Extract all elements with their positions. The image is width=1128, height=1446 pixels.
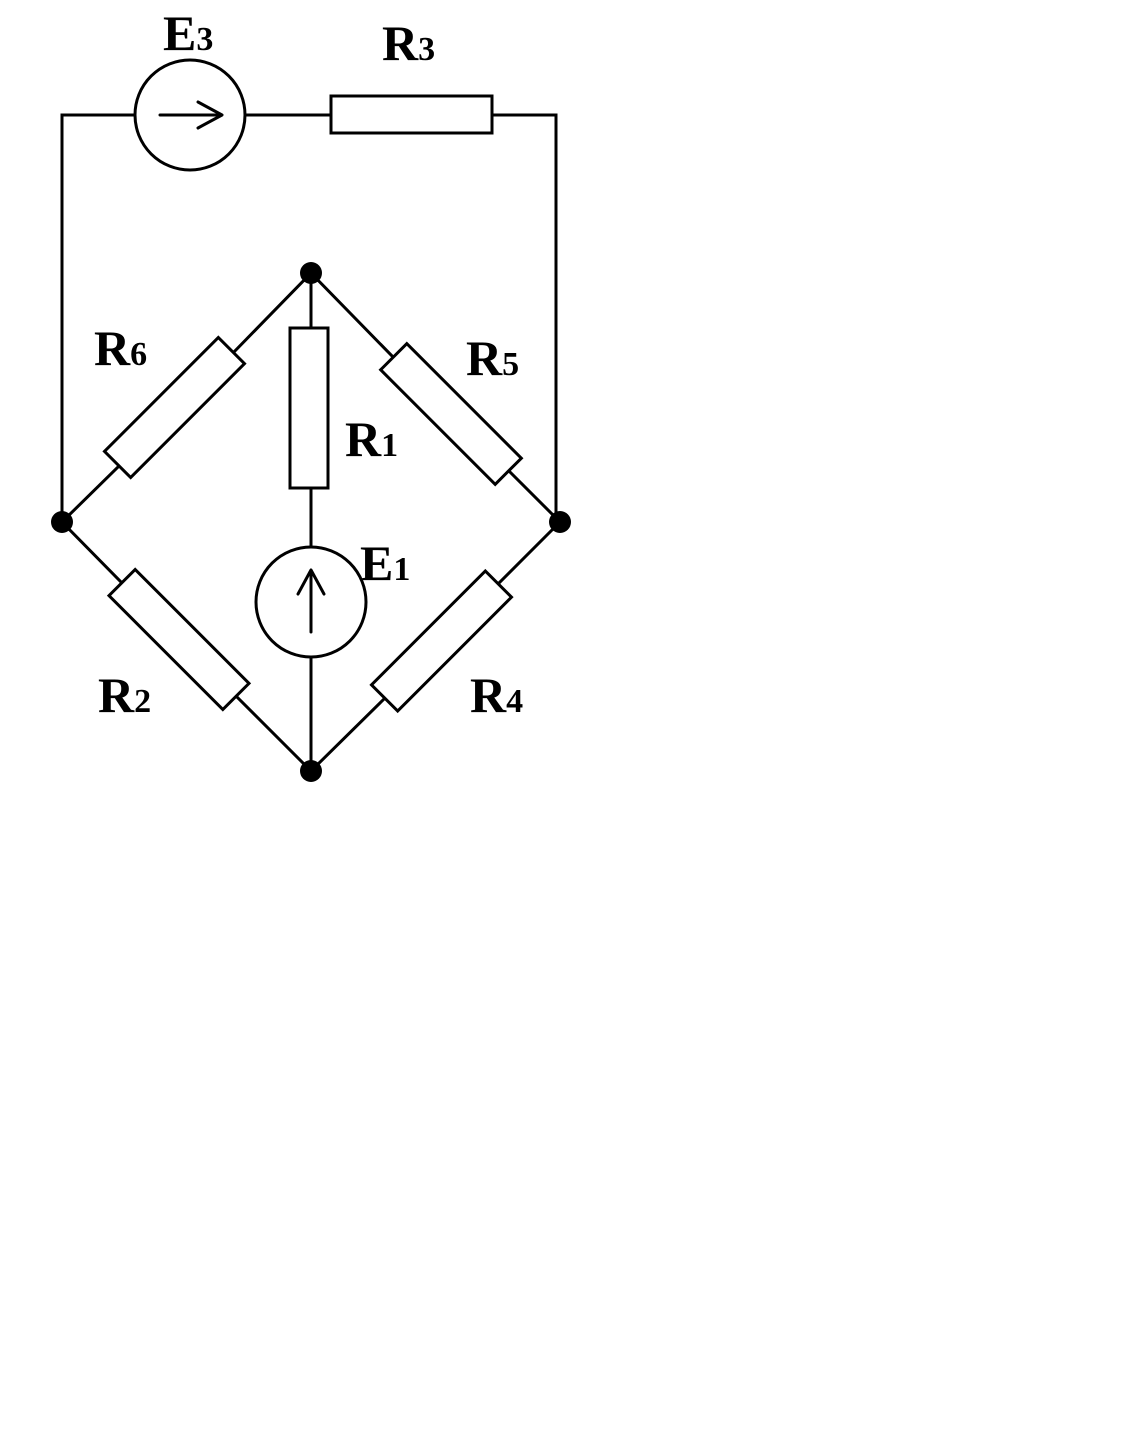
wire-r4-lower xyxy=(308,695,388,774)
label-e1: E1 xyxy=(360,535,410,591)
wire-r6-upper xyxy=(228,270,314,358)
resistor-r5 xyxy=(378,341,524,487)
node-left xyxy=(51,511,73,533)
wire-r5-lower xyxy=(505,467,563,525)
node-right xyxy=(549,511,571,533)
resistor-r2 xyxy=(106,567,252,712)
wire-r6-lower xyxy=(59,464,121,525)
arrow-right-icon xyxy=(158,100,224,130)
label-r1: R1 xyxy=(345,411,398,467)
bridge-wires xyxy=(59,270,563,774)
wire-r5-upper xyxy=(308,270,397,361)
label-r2: R2 xyxy=(98,667,151,723)
resistor-r4 xyxy=(369,568,514,714)
resistor-r6 xyxy=(102,335,247,480)
label-r5: R5 xyxy=(466,330,519,386)
junction-nodes xyxy=(51,262,571,782)
node-bottom xyxy=(300,760,322,782)
wire-r4-upper xyxy=(495,519,563,587)
label-r6: R6 xyxy=(94,320,147,376)
voltage-source-e3 xyxy=(133,58,247,172)
outer-loop-wires xyxy=(60,113,558,524)
label-r4: R4 xyxy=(470,667,523,723)
wire-r2-upper xyxy=(59,519,125,586)
label-e3: E3 xyxy=(163,5,213,61)
resistor-r1 xyxy=(288,326,330,490)
resistor-r3 xyxy=(329,94,494,135)
voltage-source-e1 xyxy=(254,545,368,659)
node-top xyxy=(300,262,322,284)
wire-r2-lower xyxy=(233,693,314,774)
arrow-up-icon xyxy=(296,568,326,634)
label-r3: R3 xyxy=(382,15,435,71)
